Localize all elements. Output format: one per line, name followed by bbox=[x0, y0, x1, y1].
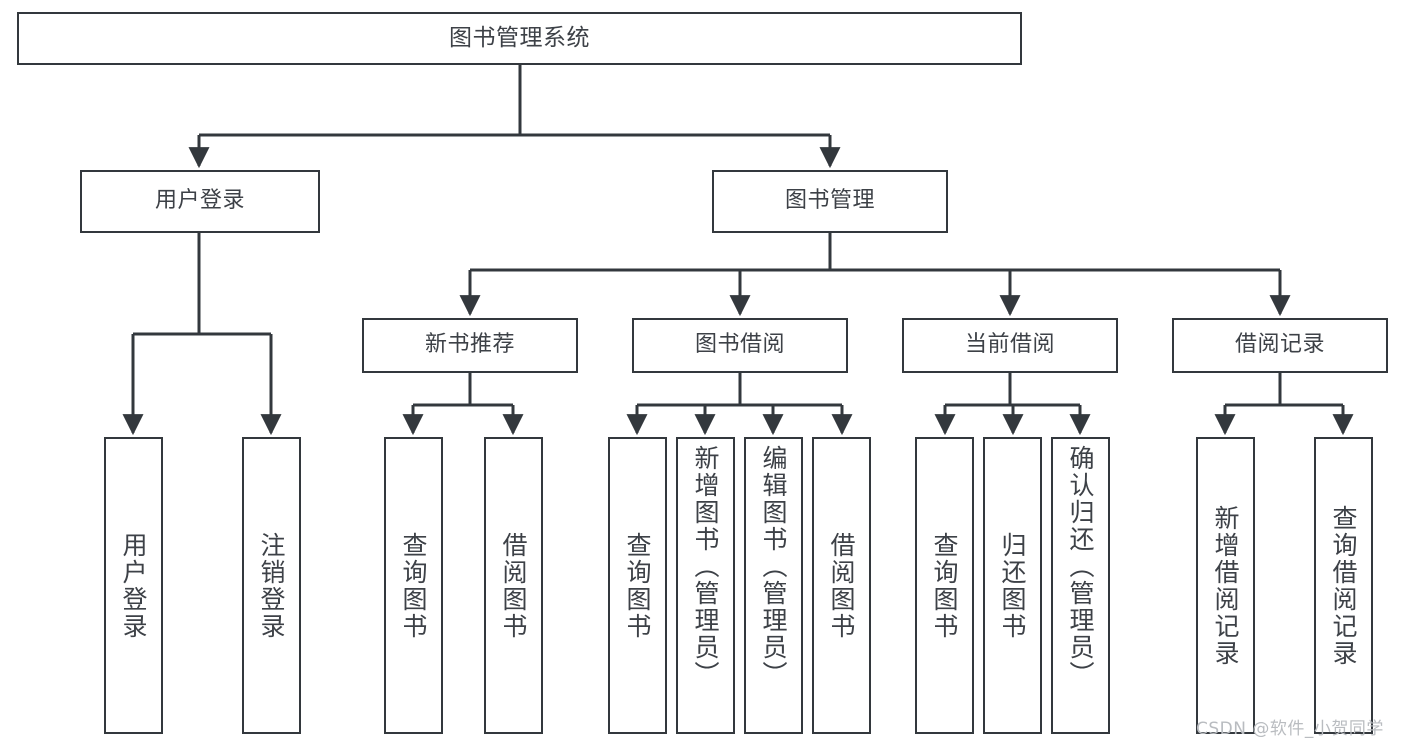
leaf-record-query-label: 查询借阅记录 bbox=[1329, 504, 1358, 667]
leaf-borrow-query-book-label: 查询图书 bbox=[623, 531, 652, 640]
node-root-system-label: 图书管理系统 bbox=[449, 24, 590, 51]
leaf-current-confirm-return-label: 确认归还（管理员） bbox=[1066, 445, 1095, 688]
leaf-record-add-label: 新增借阅记录 bbox=[1211, 504, 1240, 667]
leaf-borrow-borrow-book[interactable]: 借阅图书 bbox=[812, 437, 871, 734]
leaf-borrow-add-book[interactable]: 新增图书（管理员） bbox=[676, 437, 735, 734]
node-user-login-label: 用户登录 bbox=[154, 188, 245, 214]
leaf-current-query-book-label: 查询图书 bbox=[930, 531, 959, 640]
leaf-current-confirm-return[interactable]: 确认归还（管理员） bbox=[1051, 437, 1110, 734]
node-borrow-record-label: 借阅记录 bbox=[1234, 332, 1325, 358]
node-book-management-label: 图书管理 bbox=[784, 188, 875, 214]
leaf-borrow-edit-book[interactable]: 编辑图书（管理员） bbox=[744, 437, 803, 734]
leaf-logout-label: 注销登录 bbox=[257, 531, 286, 640]
leaf-record-query[interactable]: 查询借阅记录 bbox=[1314, 437, 1373, 734]
node-book-management[interactable]: 图书管理 bbox=[712, 170, 948, 233]
node-book-borrow-label: 图书借阅 bbox=[694, 332, 785, 358]
node-new-book-recommend-label: 新书推荐 bbox=[424, 332, 515, 358]
leaf-borrow-query-book[interactable]: 查询图书 bbox=[608, 437, 667, 734]
leaf-borrow-borrow-book-label: 借阅图书 bbox=[827, 531, 856, 640]
leaf-logout[interactable]: 注销登录 bbox=[242, 437, 301, 734]
leaf-current-return-book-label: 归还图书 bbox=[998, 531, 1027, 640]
leaf-user-login[interactable]: 用户登录 bbox=[104, 437, 163, 734]
node-book-borrow[interactable]: 图书借阅 bbox=[632, 318, 848, 373]
node-root-system[interactable]: 图书管理系统 bbox=[17, 12, 1022, 65]
node-borrow-record[interactable]: 借阅记录 bbox=[1172, 318, 1388, 373]
leaf-new-book-borrow-label: 借阅图书 bbox=[499, 531, 528, 640]
node-current-borrow[interactable]: 当前借阅 bbox=[902, 318, 1118, 373]
node-new-book-recommend[interactable]: 新书推荐 bbox=[362, 318, 578, 373]
leaf-current-query-book[interactable]: 查询图书 bbox=[915, 437, 974, 734]
leaf-user-login-label: 用户登录 bbox=[119, 531, 148, 640]
leaf-new-book-query-label: 查询图书 bbox=[399, 531, 428, 640]
node-user-login[interactable]: 用户登录 bbox=[80, 170, 320, 233]
leaf-borrow-edit-book-label: 编辑图书（管理员） bbox=[759, 445, 788, 688]
leaf-new-book-query[interactable]: 查询图书 bbox=[384, 437, 443, 734]
leaf-record-add[interactable]: 新增借阅记录 bbox=[1196, 437, 1255, 734]
leaf-borrow-add-book-label: 新增图书（管理员） bbox=[691, 445, 720, 688]
leaf-new-book-borrow[interactable]: 借阅图书 bbox=[484, 437, 543, 734]
leaf-current-return-book[interactable]: 归还图书 bbox=[983, 437, 1042, 734]
node-current-borrow-label: 当前借阅 bbox=[964, 332, 1055, 358]
